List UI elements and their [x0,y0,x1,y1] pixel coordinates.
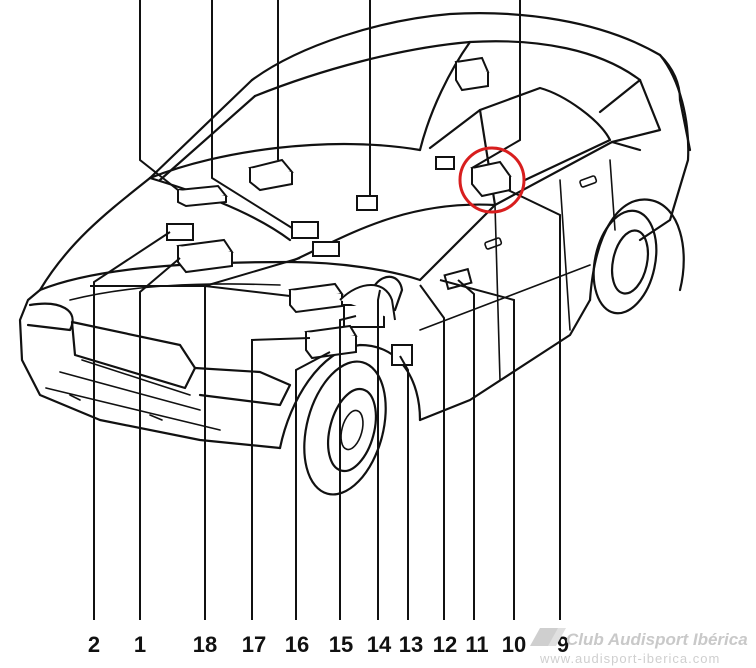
module-a-pillar [435,156,455,170]
leader-lines [90,0,561,620]
callout-14: 14 [367,632,392,657]
module-door [443,267,473,291]
module-cowl [312,241,340,257]
car-outline [18,12,692,496]
module-18 [288,282,344,314]
module-bay-2 [176,238,234,274]
module-roof [454,56,490,92]
module-14 [339,284,396,321]
watermark-title: Club Audisport Ibérica [566,630,748,649]
highlight-circle [458,146,526,214]
callout-17: 17 [242,632,266,657]
callout-2: 2 [88,632,100,657]
callout-13: 13 [399,632,423,657]
module-bay-1 [166,223,194,241]
callout-12: 12 [433,632,457,657]
control-modules [166,56,512,366]
watermark-url: www.audisport-iberica.com [539,651,720,666]
callout-16: 16 [285,632,309,657]
callout-numbers: 2 1 18 17 16 15 14 13 12 11 10 9 [88,632,569,657]
callout-11: 11 [465,632,488,657]
module-dash-mid [291,221,319,239]
module-dash-center [248,158,294,192]
callout-15: 15 [329,632,353,657]
module-17 [304,324,358,360]
callout-18: 18 [193,632,217,657]
watermark: Club Audisport Ibérica www.audisport-ibe… [530,628,748,666]
callout-1: 1 [134,632,146,657]
module-dash-small [356,195,378,211]
module-dash-left [176,184,228,208]
module-9 [470,160,512,198]
module-13 [391,344,413,366]
audisport-logo-icon [530,628,566,646]
callout-10: 10 [502,632,526,657]
